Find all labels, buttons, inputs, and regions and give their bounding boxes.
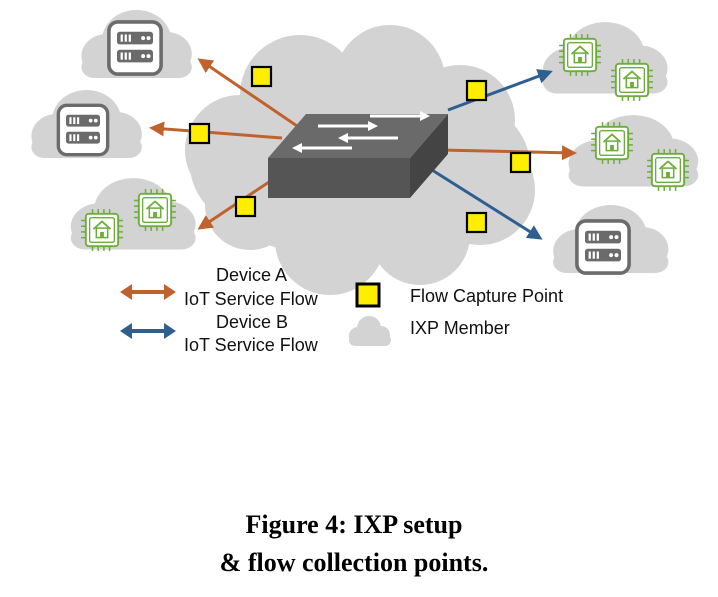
iot-chip-icon	[133, 188, 177, 232]
device-a-legend-arrow	[120, 284, 176, 300]
capture-point	[250, 65, 273, 88]
capture-point	[465, 79, 488, 102]
device-b-label-line2: IoT Service Flow	[184, 335, 319, 355]
device-b-flows	[431, 69, 553, 240]
member-cloud-iot-2	[542, 22, 668, 102]
server-icon	[107, 20, 163, 76]
iot-chip-icon	[646, 148, 690, 192]
iot-chip-icon	[590, 121, 634, 165]
capture-point	[188, 122, 211, 145]
member-cloud-server-1	[81, 10, 192, 78]
capture-points	[188, 65, 532, 234]
device-a-label-line2: IoT Service Flow	[184, 289, 319, 309]
caption-line2: & flow collection points.	[220, 548, 489, 577]
cloud-icon	[349, 316, 391, 346]
device-b-label-line1: Device B	[216, 312, 288, 332]
iot-chip-icon	[610, 58, 654, 102]
member-cloud-iot-3	[568, 115, 699, 192]
capture-point	[234, 195, 257, 218]
member-cloud-iot-1	[70, 178, 196, 252]
caption-line1: Figure 4: IXP setup	[246, 510, 463, 539]
member-cloud-server-2	[31, 90, 142, 158]
iot-chip-icon	[558, 33, 602, 77]
ixp-switch-icon	[268, 111, 448, 198]
server-icon	[56, 103, 110, 157]
server-icon	[575, 219, 631, 275]
capture-point-label: Flow Capture Point	[410, 286, 563, 306]
ixp-member-label: IXP Member	[410, 318, 510, 338]
device-a-label-line1: Device A	[216, 265, 287, 285]
capture-point	[509, 151, 532, 174]
device-b-legend-arrow	[120, 323, 176, 339]
member-cloud-server-3	[553, 205, 669, 275]
legend: Device A IoT Service Flow Device B IoT S…	[120, 265, 563, 355]
capture-point	[465, 211, 488, 234]
capture-point-legend-icon	[355, 282, 381, 308]
iot-chip-icon	[80, 208, 124, 252]
